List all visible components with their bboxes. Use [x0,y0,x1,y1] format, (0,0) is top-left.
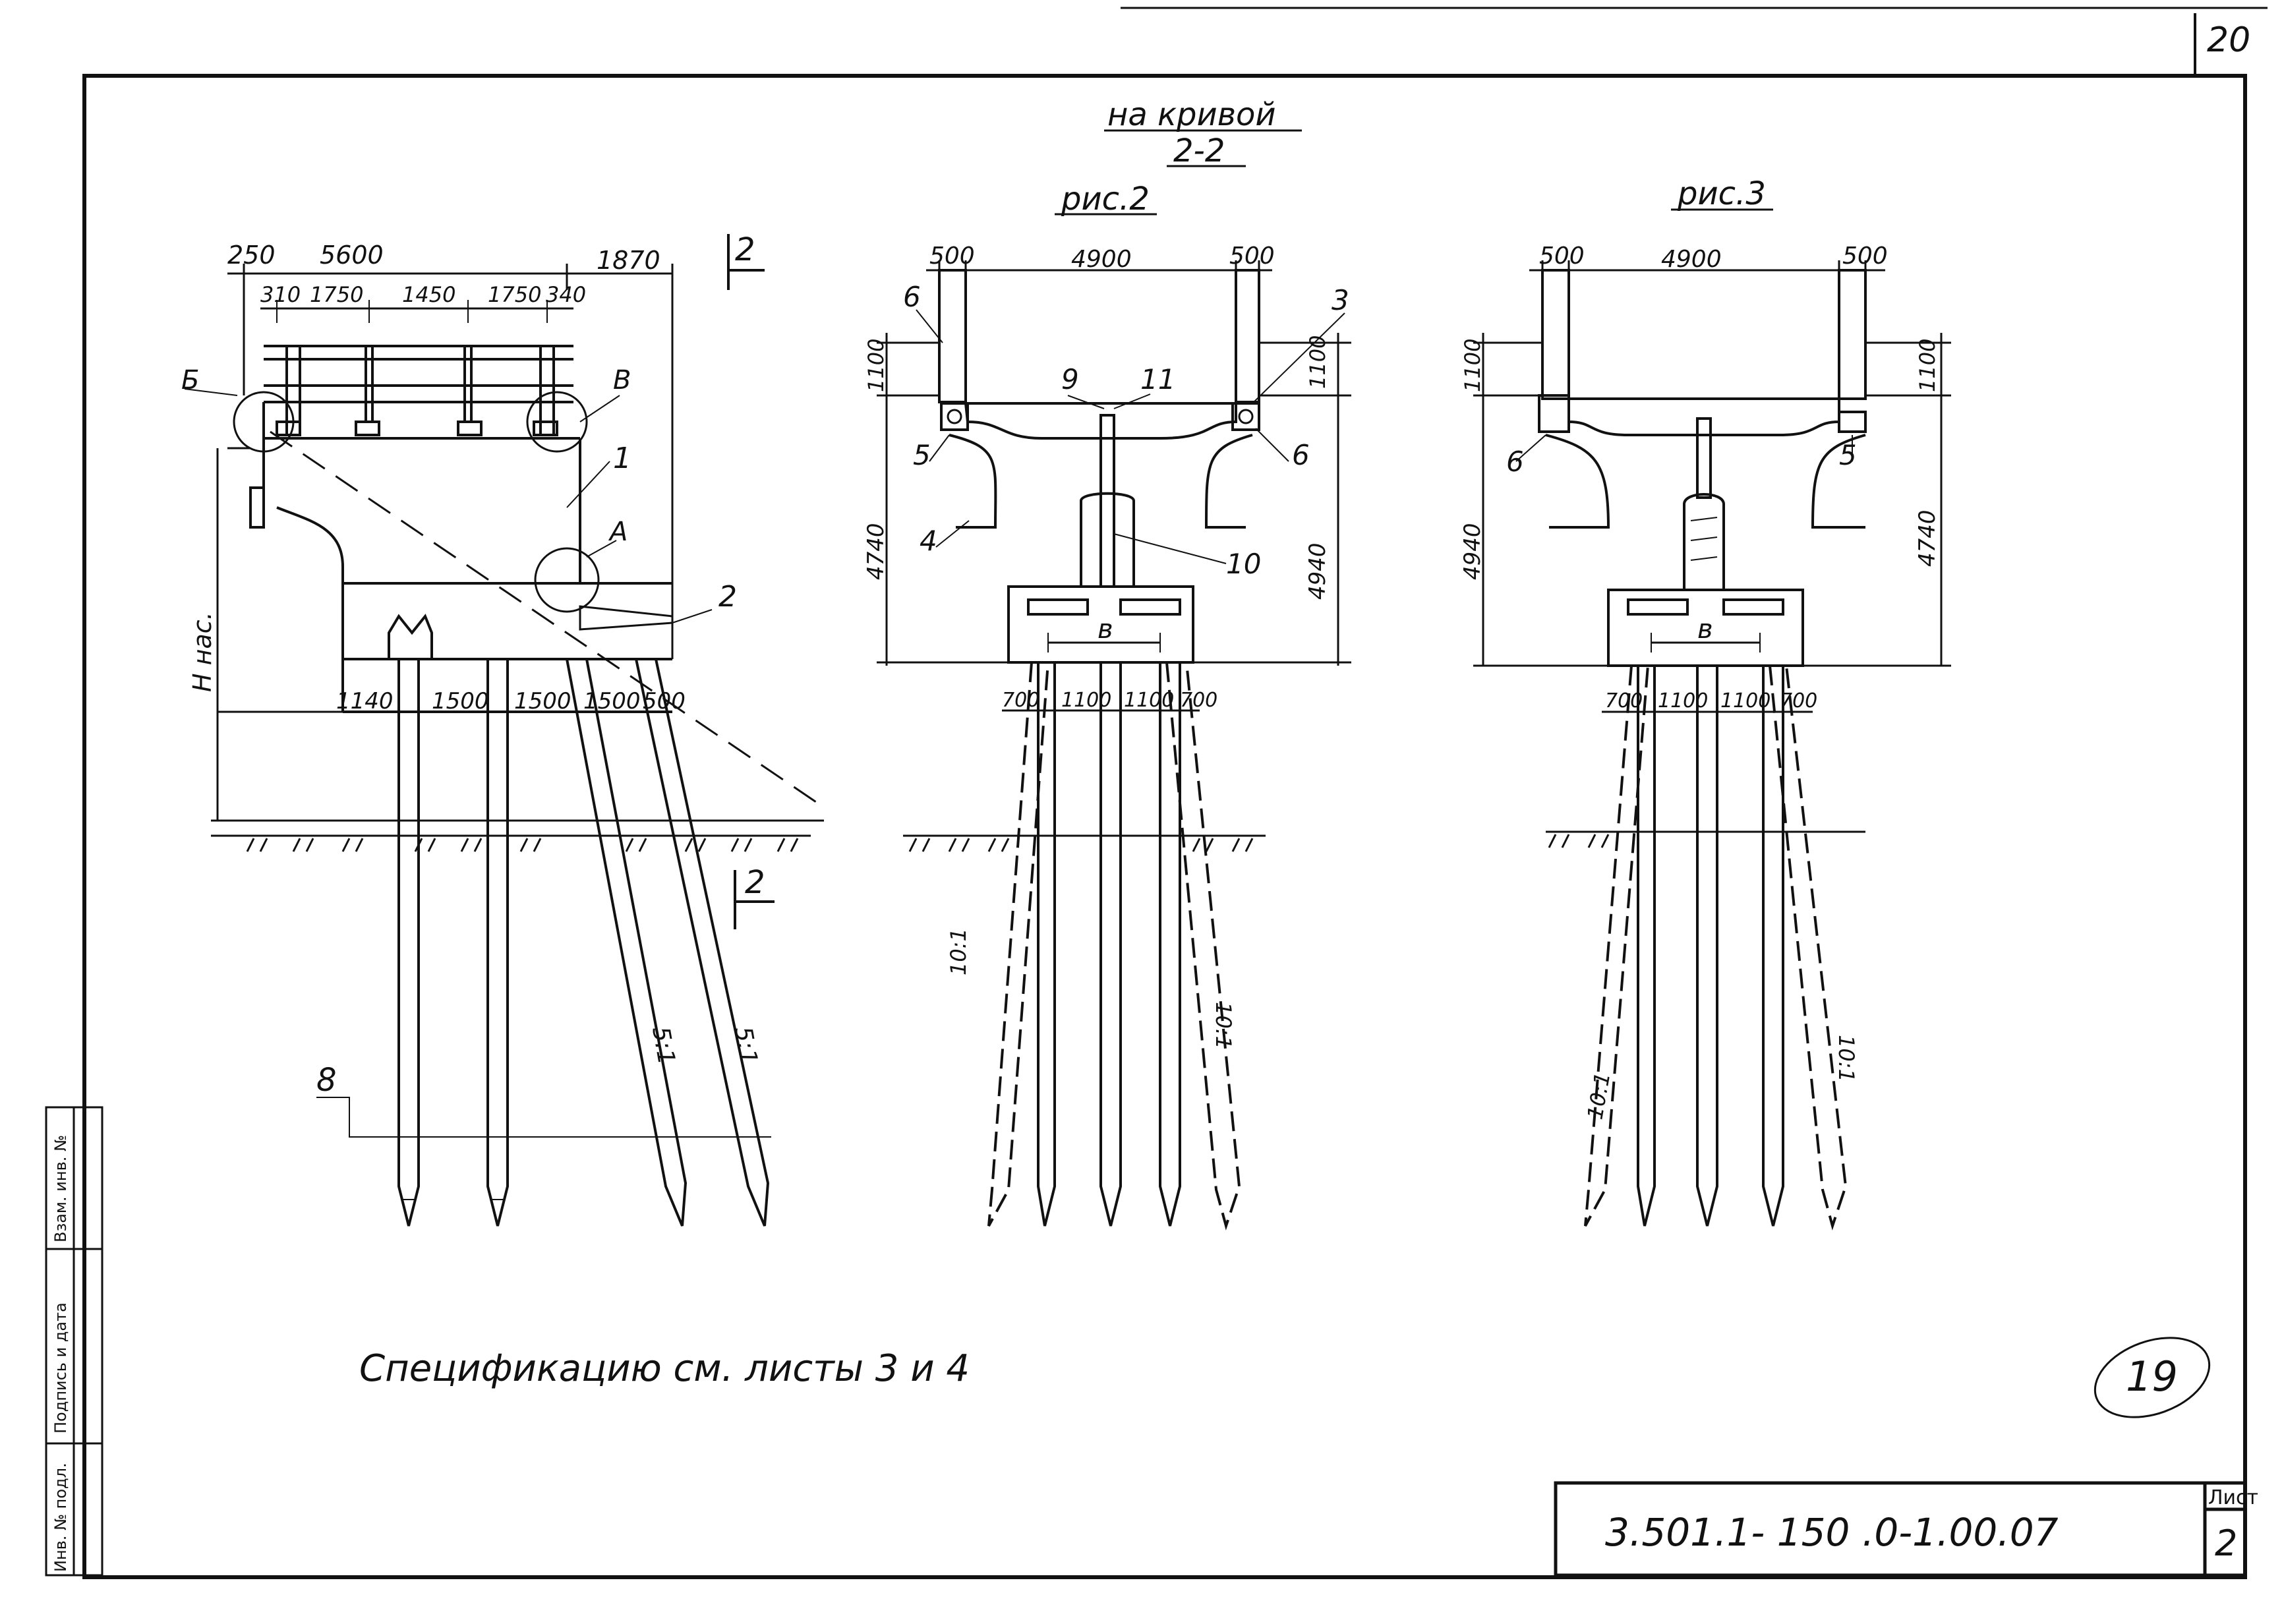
header-section: 2-2 [1173,132,1225,169]
stamp: 19 [2094,1337,2211,1418]
fig2-dim-4900: 4900 [1071,246,1132,273]
fig2-callout-6b: 6 [1292,439,1310,471]
fig2-dim-1100-left: 1100 [864,339,889,392]
fig3-dim-500b: 500 [1842,243,1888,270]
side-stamp-texts: Инв. № подл. Подпись и дата Взам. инв. № [51,1135,70,1572]
title-block-sheet-no: 2 [2215,1522,2237,1564]
fig2-callout-9: 9 [1061,363,1079,395]
left-pile-dim-1500a: 1500 [432,688,489,714]
left-slope-2: 5:1 [729,1024,762,1066]
sheet-frame [82,7,2268,1579]
left-rail-dim-1750: 1750 [310,282,363,307]
side-stamp-sign: Подпись и дата [51,1302,70,1434]
title-block-sheet-label: Лист [2208,1486,2258,1509]
fig2-callout-5: 5 [913,439,931,471]
fig2-view [877,260,1351,1231]
left-pile-dim-1500b: 1500 [514,688,571,714]
fig3-dim-4740: 4740 [1914,509,1941,567]
left-pile-dim-500: 500 [643,688,686,714]
fig2-dim-4940: 4940 [1304,542,1331,600]
specification-note: Спецификацию см. листы 3 и 4 [359,1347,970,1390]
fig2-label: рис.2 [1061,181,1150,218]
left-slope-1: 5:1 [647,1024,680,1066]
stamp-number: 19 [2126,1352,2178,1401]
fig2-pile-dim-700b: 700 [1180,689,1217,712]
fig3-pile-dim-700a: 700 [1605,689,1643,712]
fig2-dim-1100-right: 1100 [1305,335,1330,389]
header-on-curve: на кривой [1107,96,1276,133]
fig2-callout-11: 11 [1140,363,1175,395]
left-dim-5600: 5600 [320,241,384,270]
fig2-slope-left: 10:1 [946,928,971,975]
fig2-slope-right: 10:1 [1211,1002,1236,1049]
fig3-pile-dim-1100a: 1100 [1658,689,1708,712]
left-dim-1870: 1870 [597,246,660,275]
fig2-callout-3: 3 [1332,284,1349,316]
fig2-pile-dim-1100b: 1100 [1124,689,1174,712]
fig2-callout-10: 10 [1226,548,1261,580]
fig2-texts: 500 4900 500 1100 4740 1100 4940 700 110… [863,243,1349,1049]
fig3-dim-1100-left: 1100 [1460,339,1485,392]
page-number: 20 [2207,20,2250,60]
callout-8: 8 [316,1062,337,1099]
fig2-callout-6: 6 [903,281,921,313]
section-mark-bottom: 2 [745,864,765,901]
fig3-callout-6: 6 [1506,446,1524,478]
fig2-pile-dim-1100a: 1100 [1061,689,1111,712]
fig2-pile-dim-700a: 700 [1002,689,1040,712]
fig2-dim-500b: 500 [1229,243,1275,270]
side-stamp [45,1106,103,1577]
left-height-label: Н нас. [188,612,217,692]
fig2-callout-4: 4 [920,525,937,557]
title-block [1554,1481,2247,1577]
callout-V: В [613,365,631,395]
fig3-inner-dim: в [1697,614,1713,645]
fig3-dim-500a: 500 [1539,243,1585,270]
left-dim-250: 250 [227,241,276,270]
title-block-code: 3.501.1- 150 .0-1.00.07 [1605,1510,2059,1555]
fig3-pile-dim-700b: 700 [1780,689,1817,712]
callout-A: А [608,517,628,547]
fig3-label: рис.3 [1677,175,1766,212]
section-mark-top: 2 [735,231,755,268]
fig3-callout-5: 5 [1839,439,1857,471]
fig2-inner-dim: в [1098,614,1113,645]
left-rail-dim-1750b: 1750 [488,282,541,307]
fig3-view [1473,260,1951,1231]
fig3-slope-right: 10:1 [1834,1035,1859,1082]
left-view: 2 2 [184,231,825,1227]
header: на кривой 2-2 рис.2 рис.3 [1055,96,1773,218]
callout-1: 1 [613,442,631,475]
side-stamp-inv: Инв. № подл. [51,1463,70,1572]
fig3-pile-dim-1100b: 1100 [1720,689,1771,712]
fig3-dim-4940: 4940 [1459,523,1486,580]
side-stamp-replace: Взам. инв. № [51,1135,70,1242]
callout-2: 2 [718,580,737,614]
fig3-dim-4900: 4900 [1661,246,1722,273]
left-pile-dim-1500c: 1500 [583,688,641,714]
left-pile-dim-1140: 1140 [336,688,394,714]
left-rail-dim-1450: 1450 [402,282,455,307]
fig2-dim-500a: 500 [929,243,975,270]
left-rail-dim-310: 310 [260,282,301,307]
fig3-dim-1100-right: 1100 [1915,339,1940,392]
fig2-dim-4740: 4740 [863,523,889,580]
fig3-texts: 500 4900 500 1100 4940 1100 4740 700 110… [1459,243,1941,1121]
left-rail-dim-340: 340 [546,282,586,307]
left-view-texts: 250 5600 1870 310 1750 1450 1750 340 114… [181,241,763,1099]
callout-B: Б [181,365,199,395]
